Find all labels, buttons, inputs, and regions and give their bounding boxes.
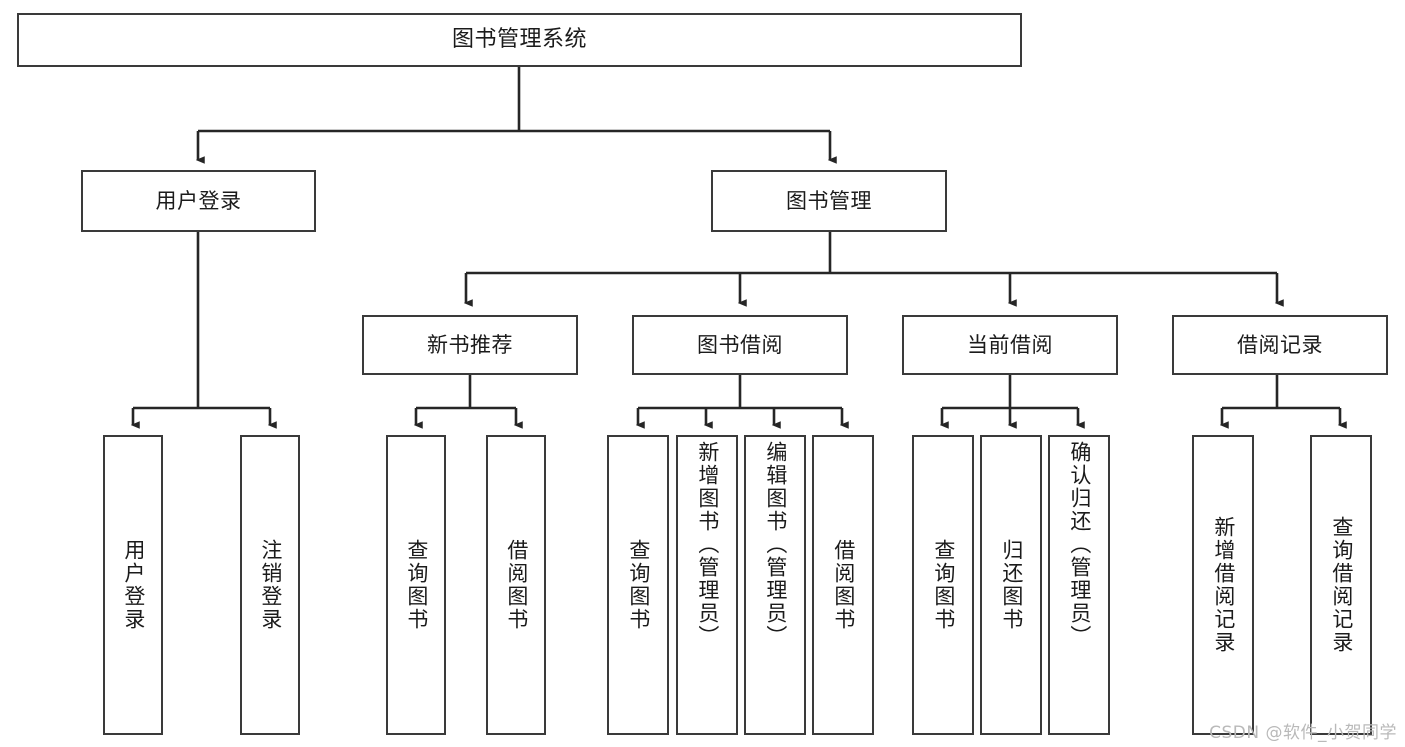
leaf-borrow-book[interactable]: 借阅图书 bbox=[812, 435, 874, 735]
leaf-label: 查询借阅记录 bbox=[1329, 516, 1354, 654]
leaf-edit-book-admin[interactable]: 编辑图书（管理员） bbox=[744, 435, 806, 735]
leaf-query-book-recommend[interactable]: 查询图书 bbox=[386, 435, 446, 735]
leaf-return-book[interactable]: 归还图书 bbox=[980, 435, 1042, 735]
watermark-text: CSDN @软件_小贺同学 bbox=[1209, 723, 1397, 743]
node-user-login[interactable]: 用户登录 bbox=[81, 170, 316, 232]
node-book-management[interactable]: 图书管理 bbox=[711, 170, 947, 232]
leaf-add-book-admin[interactable]: 新增图书（管理员） bbox=[676, 435, 738, 735]
leaf-label: 查询图书 bbox=[626, 539, 651, 631]
node-book-borrow[interactable]: 图书借阅 bbox=[632, 315, 848, 375]
leaf-label: 查询图书 bbox=[931, 539, 956, 631]
leaf-add-borrow-record[interactable]: 新增借阅记录 bbox=[1192, 435, 1254, 735]
leaf-confirm-return-admin[interactable]: 确认归还（管理员） bbox=[1048, 435, 1110, 735]
node-label: 当前借阅 bbox=[967, 332, 1053, 357]
leaf-label: 查询图书 bbox=[404, 539, 429, 631]
node-label: 图书管理系统 bbox=[451, 27, 587, 53]
leaf-label: 注销登录 bbox=[258, 539, 283, 631]
node-borrow-record[interactable]: 借阅记录 bbox=[1172, 315, 1388, 375]
node-label: 图书借阅 bbox=[697, 332, 783, 357]
leaf-label: 确认归还（管理员） bbox=[1067, 441, 1092, 648]
leaf-logout[interactable]: 注销登录 bbox=[240, 435, 300, 735]
leaf-label: 借阅图书 bbox=[831, 539, 856, 631]
node-label: 用户登录 bbox=[155, 188, 242, 213]
leaf-query-book-borrow[interactable]: 查询图书 bbox=[607, 435, 669, 735]
leaf-user-login[interactable]: 用户登录 bbox=[103, 435, 163, 735]
node-label: 图书管理 bbox=[786, 188, 872, 213]
leaf-label: 用户登录 bbox=[121, 539, 146, 631]
node-root[interactable]: 图书管理系统 bbox=[17, 13, 1022, 67]
node-new-book-recommend[interactable]: 新书推荐 bbox=[362, 315, 578, 375]
leaf-query-borrow-record[interactable]: 查询借阅记录 bbox=[1310, 435, 1372, 735]
leaf-label: 编辑图书（管理员） bbox=[763, 441, 788, 648]
node-label: 借阅记录 bbox=[1237, 332, 1323, 357]
leaf-label: 新增图书（管理员） bbox=[695, 441, 720, 648]
leaf-borrow-book-recommend[interactable]: 借阅图书 bbox=[486, 435, 546, 735]
leaf-label: 借阅图书 bbox=[504, 539, 529, 631]
node-current-borrow[interactable]: 当前借阅 bbox=[902, 315, 1118, 375]
leaf-query-book-current[interactable]: 查询图书 bbox=[912, 435, 974, 735]
node-label: 新书推荐 bbox=[427, 332, 513, 357]
leaf-label: 新增借阅记录 bbox=[1211, 516, 1236, 654]
leaf-label: 归还图书 bbox=[999, 539, 1024, 631]
